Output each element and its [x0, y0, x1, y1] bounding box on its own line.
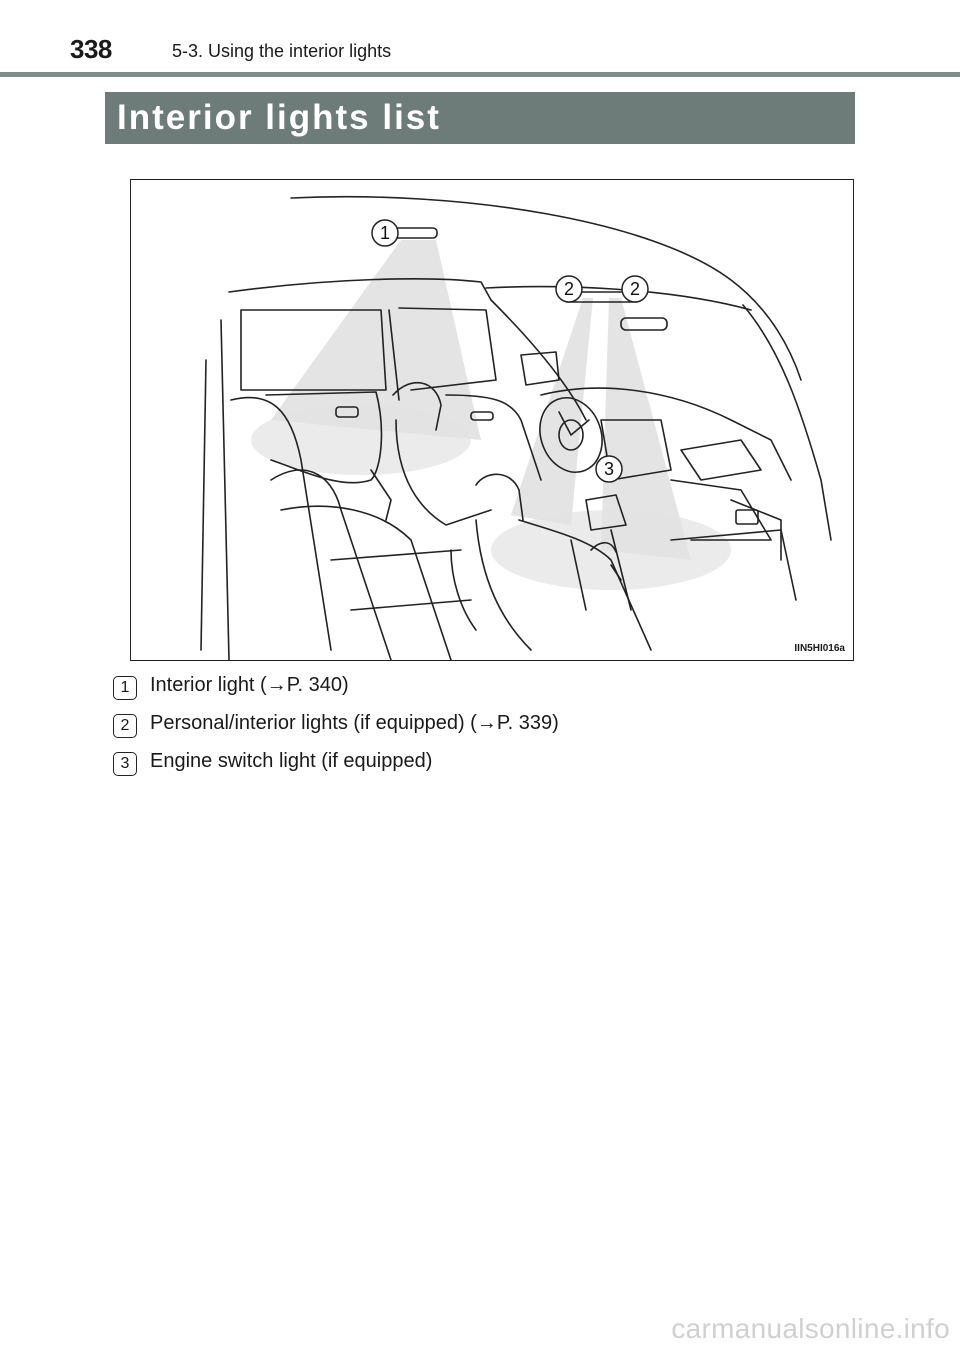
- legend-text: Engine switch light (if equipped): [150, 750, 433, 772]
- callout-2a-label: 2: [564, 279, 574, 299]
- legend-number: 3: [113, 752, 137, 776]
- legend-text: Personal/interior lights (if equipped) (…: [150, 712, 559, 734]
- legend-item: 3 Engine switch light (if equipped): [113, 748, 853, 786]
- legend-list: 1 Interior light (→P. 340) 2 Personal/in…: [113, 672, 853, 786]
- watermark: carmanualsonline.info: [671, 1313, 950, 1344]
- callout-3: [595, 455, 623, 483]
- figure-code: IIN5HI016a: [794, 643, 845, 654]
- callout-2a: [555, 275, 583, 303]
- legend-item: 2 Personal/interior lights (if equipped)…: [113, 710, 853, 748]
- callout-1: [371, 219, 399, 247]
- legend-number: 2: [113, 714, 137, 738]
- light-cone-2a: [511, 298, 593, 525]
- legend-number: 1: [113, 676, 137, 700]
- title-bar: Interior lights list: [105, 92, 855, 144]
- callout-1-label: 1: [380, 223, 390, 243]
- section-reference: 5-3. Using the interior lights: [172, 41, 392, 61]
- page-number: 338: [70, 34, 112, 64]
- callout-2b-label: 2: [630, 279, 640, 299]
- car-interior-drawing: 1 2 2 3: [200, 195, 832, 660]
- legend-text: Interior light (→P. 340): [150, 674, 349, 696]
- interior-illustration: 1 2 2 3 IIN5HI016a: [130, 179, 854, 661]
- page-title: Interior lights list: [117, 98, 441, 137]
- callout-2b: [621, 275, 649, 303]
- callout-3-label: 3: [604, 459, 614, 479]
- header-rule: [0, 72, 960, 77]
- light-cone-2b: [601, 298, 691, 560]
- legend-item: 1 Interior light (→P. 340): [113, 672, 853, 710]
- light-pool-rear: [251, 405, 471, 475]
